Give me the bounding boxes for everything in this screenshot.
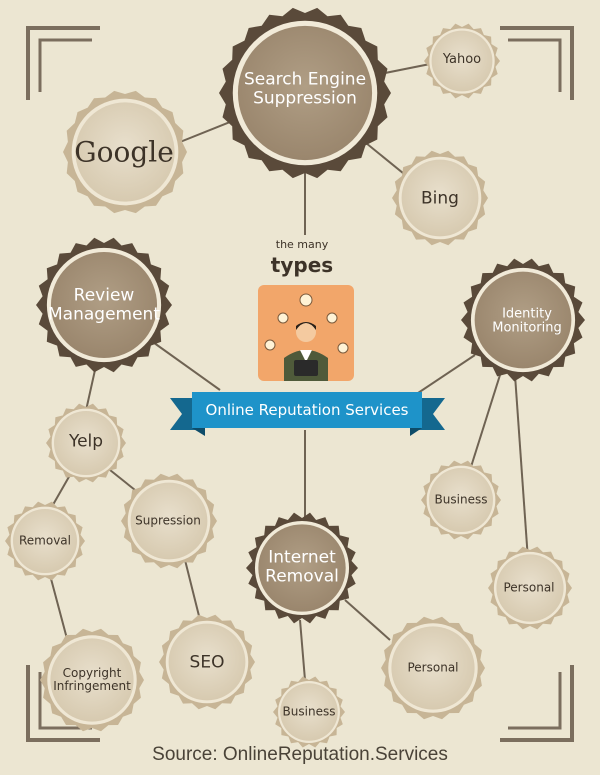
leaf-personal-identity-face	[496, 554, 564, 622]
bracket-bottom-left	[26, 665, 100, 742]
banner-label: Online Reputation Services	[205, 400, 409, 419]
bracket-bottom-right-inner	[508, 672, 562, 730]
leaf-label-removal: Removal	[18, 533, 72, 548]
connector-removal-hub-business	[299, 619, 306, 681]
leaf-label-personal-identity: Personal	[503, 580, 555, 595]
magnifier-icon	[264, 339, 276, 351]
center-headline: types	[270, 253, 334, 277]
businessman-head	[296, 322, 316, 342]
leaf-personal-identity-node	[488, 546, 572, 630]
connector-identity-center	[414, 354, 476, 396]
hub-internet-removal-face	[258, 524, 346, 612]
businessman-illustration	[258, 285, 354, 381]
banner-body	[192, 392, 422, 428]
bracket-top-right	[500, 26, 574, 100]
leaf-yelp-face	[54, 411, 118, 475]
leaf-bing-node	[392, 150, 488, 246]
hub-identity-monitoring-face	[474, 271, 572, 369]
hub-review-management-node	[36, 237, 172, 373]
chart-icon	[337, 342, 349, 354]
businessman-shirt	[300, 350, 312, 362]
businessman-hair	[296, 322, 316, 330]
leaf-yelp-node	[46, 403, 126, 483]
leaf-label-google: Google	[74, 135, 174, 169]
leaf-bing-face	[401, 159, 479, 237]
leaf-business-removal-face	[280, 683, 338, 741]
source-credit: Source: OnlineReputation.Services	[152, 744, 448, 765]
connector-identity-personal	[514, 374, 529, 561]
leaf-seo-face	[168, 623, 246, 701]
center-kicker: the many	[275, 237, 329, 251]
bracket-bottom-right	[500, 665, 574, 742]
leaf-yahoo-face	[431, 30, 493, 92]
hub-identity-monitoring-node	[461, 258, 585, 382]
leaf-google-face	[75, 102, 175, 202]
connector-identity-business	[469, 374, 501, 471]
binoculars-icon	[326, 312, 338, 324]
leaf-label-yahoo: Yahoo	[442, 51, 482, 67]
connector-supression-seo	[184, 559, 201, 621]
hub-internet-removal-node	[246, 512, 358, 624]
hub-review-management-face	[50, 251, 158, 359]
leaf-business-identity-face	[429, 468, 493, 532]
hub-search-engine-suppression-face	[237, 25, 373, 161]
bracket-top-right-inner	[508, 38, 562, 92]
leaf-seo-node	[159, 614, 255, 710]
banner-fold-right	[410, 428, 422, 436]
leaf-removal-node	[5, 501, 85, 581]
hub-search-engine-suppression-node	[219, 7, 391, 179]
bracket-top-left-inner	[38, 38, 92, 92]
leaf-google-node	[63, 90, 187, 214]
leaf-personal-removal-node	[381, 616, 485, 720]
leaf-personal-removal-face	[391, 626, 475, 710]
leaf-label-business-removal: Business	[282, 704, 336, 719]
leaf-label-personal-removal: Personal	[407, 660, 459, 675]
lightbulb-icon	[299, 293, 313, 307]
leaf-copyright-infringement-node	[40, 628, 144, 732]
briefcase-icon	[294, 360, 318, 376]
gear-nodes	[5, 7, 585, 748]
leaf-label-bing: Bing	[421, 188, 459, 209]
connector-yelp-supression	[109, 469, 136, 491]
leaf-label-business-identity: Business	[434, 492, 488, 507]
leaf-label-seo: SEO	[189, 652, 225, 673]
corner-brackets	[26, 26, 574, 742]
bracket-bottom-left-inner	[38, 672, 92, 730]
banner-fold-left	[192, 428, 205, 436]
connector-removal-hub-personal	[344, 599, 391, 641]
leaf-yahoo-node	[424, 23, 500, 99]
bracket-top-left	[26, 26, 100, 100]
leaf-business-removal-node	[273, 676, 345, 748]
leaf-label-yelp: Yelp	[68, 431, 104, 452]
leaf-supression-node	[121, 473, 217, 569]
connector-review-center	[149, 339, 221, 391]
leaf-business-identity-node	[421, 460, 501, 540]
leaf-copyright-infringement-face	[50, 638, 134, 722]
gear-small-icon	[277, 312, 289, 324]
leaf-removal-face	[13, 509, 77, 573]
leaf-supression-face	[130, 482, 208, 560]
leaf-label-supression: Supression	[135, 513, 201, 528]
banner-ribbon	[170, 392, 445, 436]
